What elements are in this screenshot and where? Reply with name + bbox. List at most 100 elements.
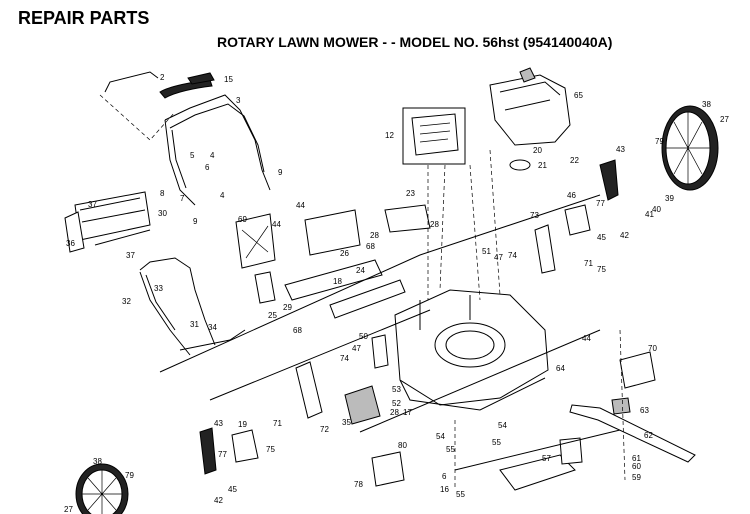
part-label: 44 xyxy=(272,220,281,229)
part-label: 59 xyxy=(632,473,641,482)
part-label: 63 xyxy=(640,406,649,415)
part-label: 37 xyxy=(88,200,97,209)
part-label: 68 xyxy=(366,242,375,251)
safety-label xyxy=(402,107,466,165)
wheel-front-left xyxy=(75,463,129,514)
part-label: 74 xyxy=(508,251,517,260)
part-label: 69 xyxy=(238,215,247,224)
part-label: 22 xyxy=(570,156,579,165)
part-label: 15 xyxy=(224,75,233,84)
part-label: 41 xyxy=(645,210,654,219)
part-label: 12 xyxy=(385,131,394,140)
part-label: 72 xyxy=(320,425,329,434)
blade-assembly xyxy=(344,351,696,491)
part-label: 4 xyxy=(220,191,225,200)
part-label: 34 xyxy=(208,323,217,332)
part-label: 75 xyxy=(597,265,606,274)
part-label: 52 xyxy=(392,399,401,408)
part-label: 47 xyxy=(494,253,503,262)
part-label: 79 xyxy=(655,137,664,146)
part-label: 46 xyxy=(567,191,576,200)
part-label: 20 xyxy=(533,146,542,155)
part-label: 62 xyxy=(644,431,653,440)
wheel-rear-right xyxy=(661,105,719,191)
height-adjusters xyxy=(199,159,619,475)
part-label: 28 xyxy=(390,408,399,417)
part-label: 3 xyxy=(236,96,241,105)
part-label: 71 xyxy=(584,259,593,268)
upper-handle xyxy=(99,71,271,206)
part-label: 31 xyxy=(190,320,199,329)
part-label: 37 xyxy=(126,251,135,260)
part-label: 54 xyxy=(436,432,445,441)
part-label: 43 xyxy=(214,419,223,428)
part-label: 42 xyxy=(620,231,629,240)
part-label: 2 xyxy=(160,73,165,82)
part-label: 74 xyxy=(340,354,349,363)
part-label: 60 xyxy=(632,462,641,471)
part-label: 73 xyxy=(530,211,539,220)
part-label: 8 xyxy=(160,189,165,198)
part-label: 26 xyxy=(340,249,349,258)
part-label: 6 xyxy=(442,472,447,481)
part-label: 38 xyxy=(702,100,711,109)
grass-bag xyxy=(64,191,151,253)
part-label: 64 xyxy=(556,364,565,373)
part-label: 32 xyxy=(122,297,131,306)
part-label: 4 xyxy=(210,151,215,160)
lower-handle xyxy=(139,257,246,356)
part-label: 44 xyxy=(582,334,591,343)
engine xyxy=(489,67,571,171)
part-label: 57 xyxy=(542,454,551,463)
part-label: 51 xyxy=(482,247,491,256)
part-label: 23 xyxy=(406,189,415,198)
page-subtitle: ROTARY LAWN MOWER - - MODEL NO. 56hst (9… xyxy=(217,34,613,50)
assembly-lines xyxy=(159,149,626,490)
part-label: 77 xyxy=(218,450,227,459)
part-label: 78 xyxy=(354,480,363,489)
part-label: 27 xyxy=(64,505,73,514)
part-label: 80 xyxy=(398,441,407,450)
part-label: 35 xyxy=(342,418,351,427)
part-label: 75 xyxy=(266,445,275,454)
part-label: 5 xyxy=(190,151,195,160)
part-label: 70 xyxy=(648,344,657,353)
rear-shield xyxy=(235,204,431,319)
part-label: 16 xyxy=(440,485,449,494)
part-label: 28 xyxy=(370,231,379,240)
part-label: 33 xyxy=(154,284,163,293)
mower-deck xyxy=(394,289,549,411)
part-labels: 2 15 3 4 5 7 8 4 6 9 9 37 30 36 37 69 44… xyxy=(64,73,729,514)
part-label: 28 xyxy=(430,220,439,229)
part-label: 36 xyxy=(66,239,75,248)
part-label: 6 xyxy=(205,163,210,172)
part-label: 61 xyxy=(632,454,641,463)
part-label: 21 xyxy=(538,161,547,170)
part-label: 42 xyxy=(214,496,223,505)
part-label: 53 xyxy=(392,385,401,394)
part-label: 43 xyxy=(616,145,625,154)
part-label: 45 xyxy=(228,485,237,494)
part-label: 45 xyxy=(597,233,606,242)
part-label: 65 xyxy=(574,91,583,100)
part-label: 77 xyxy=(596,199,605,208)
part-label: 24 xyxy=(356,266,365,275)
part-label: 68 xyxy=(293,326,302,335)
part-label: 19 xyxy=(238,420,247,429)
part-label: 44 xyxy=(296,201,305,210)
part-label: 54 xyxy=(498,421,507,430)
part-label: 55 xyxy=(456,490,465,499)
part-label: 55 xyxy=(492,438,501,447)
part-label: 29 xyxy=(283,303,292,312)
part-label: 47 xyxy=(352,344,361,353)
part-label: 55 xyxy=(446,445,455,454)
part-label: 39 xyxy=(665,194,674,203)
part-label: 9 xyxy=(278,168,283,177)
part-label: 9 xyxy=(193,217,198,226)
part-label: 30 xyxy=(158,209,167,218)
part-label: 79 xyxy=(125,471,134,480)
part-label: 27 xyxy=(720,115,729,124)
part-label: 50 xyxy=(359,332,368,341)
part-label: 38 xyxy=(93,457,102,466)
